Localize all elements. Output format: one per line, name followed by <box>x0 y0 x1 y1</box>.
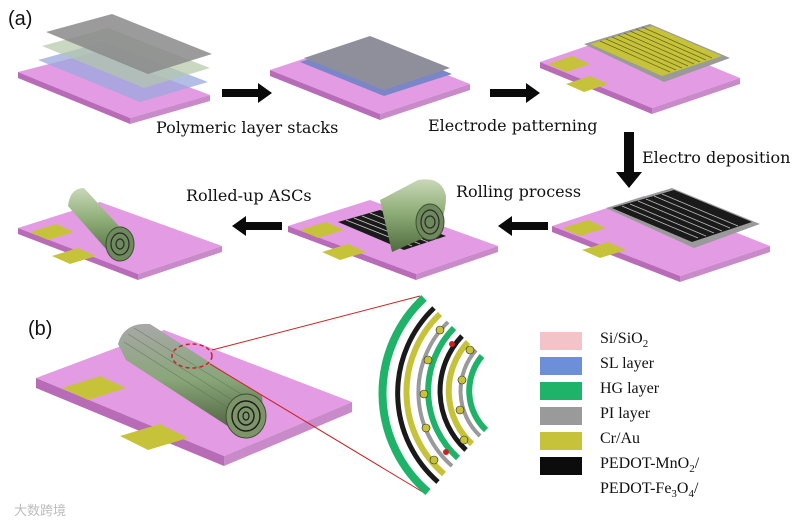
cross-section <box>378 295 489 496</box>
legend-item-pi-layer: PI layer <box>540 405 790 427</box>
arrow-left-2 <box>232 216 282 236</box>
legend-swatch-sl-layer <box>540 357 582 375</box>
legend-label-pi-layer: PI layer <box>600 405 651 422</box>
legend-swatch-hg-layer <box>540 382 582 400</box>
legend-swatch-si-sio2 <box>540 332 582 350</box>
arrow-right-1 <box>222 83 272 103</box>
legend-item-hg-layer: HG layer <box>540 380 790 402</box>
callout-circle <box>171 343 213 369</box>
step-stacked-substrate <box>270 36 470 120</box>
legend-swatch-pi-layer <box>540 407 582 425</box>
legend-swatch-pedot <box>540 457 582 475</box>
arrow-left-1 <box>498 216 548 236</box>
legend-sub-si-sio2: 2 <box>642 338 649 351</box>
legend-item-sl-layer: SL layer <box>540 355 790 377</box>
legend-sub-pedot-fe3o4-a: 3 <box>671 488 677 501</box>
legend-label-pedot-mno2: PEDOT-MnO <box>600 455 690 472</box>
legend-tail-pedot-fe3o4: / <box>693 480 699 497</box>
watermark: 大数跨境 <box>14 504 67 519</box>
legend-item-pedot-mno2: PEDOT-MnO2/ <box>540 455 790 477</box>
device-closeup <box>36 295 427 495</box>
legend-swatch-cr-au <box>540 432 582 450</box>
label-polymeric-layer-stacks: Polymeric layer stacks <box>156 118 339 137</box>
callout-line-bottom <box>209 363 427 495</box>
step-electrode-patterning <box>540 24 740 114</box>
legend-label-si-sio2: Si/SiO <box>600 330 643 347</box>
charge-markers <box>419 325 475 465</box>
legend-tail-pedot-mno2: / <box>694 455 700 472</box>
legend-sub-pedot-fe3o4-b: 4 <box>688 488 694 501</box>
panel-label-a: (a) <box>8 8 33 30</box>
label-electro-deposition: Electro deposition <box>642 148 791 167</box>
label-rolled-up-ascs: Rolled-up ASCs <box>186 186 312 205</box>
legend-label-sl-layer: SL layer <box>600 355 655 372</box>
step-rolled-up-ascs <box>18 188 222 280</box>
arrow-right-2 <box>490 83 540 103</box>
legend-mid-pedot-fe3o4: O <box>676 480 689 497</box>
legend-label-pedot-fe3o4: PEDOT-Fe <box>600 480 672 497</box>
callout-line-top <box>211 295 421 351</box>
arrow-down <box>616 132 642 188</box>
step-rolling-process <box>288 179 498 280</box>
label-electrode-patterning: Electrode patterning <box>428 116 598 135</box>
legend-sub-pedot-mno2: 2 <box>689 463 695 476</box>
legend-label-hg-layer: HG layer <box>600 380 660 397</box>
label-rolling-process: Rolling process <box>456 182 582 201</box>
step-polymeric-layer-stacks <box>18 14 212 124</box>
step-electro-deposition <box>552 188 770 282</box>
legend-item-pedot-fe3o4: PEDOT-Fe3O4/ <box>540 480 790 502</box>
legend-item-cr-au: Cr/Au <box>540 430 790 452</box>
legend-label-cr-au: Cr/Au <box>600 430 640 447</box>
panel-label-b: (b) <box>28 318 53 340</box>
legend-item-si-sio2: Si/SiO2 <box>540 330 790 352</box>
process-arrows <box>222 83 642 236</box>
